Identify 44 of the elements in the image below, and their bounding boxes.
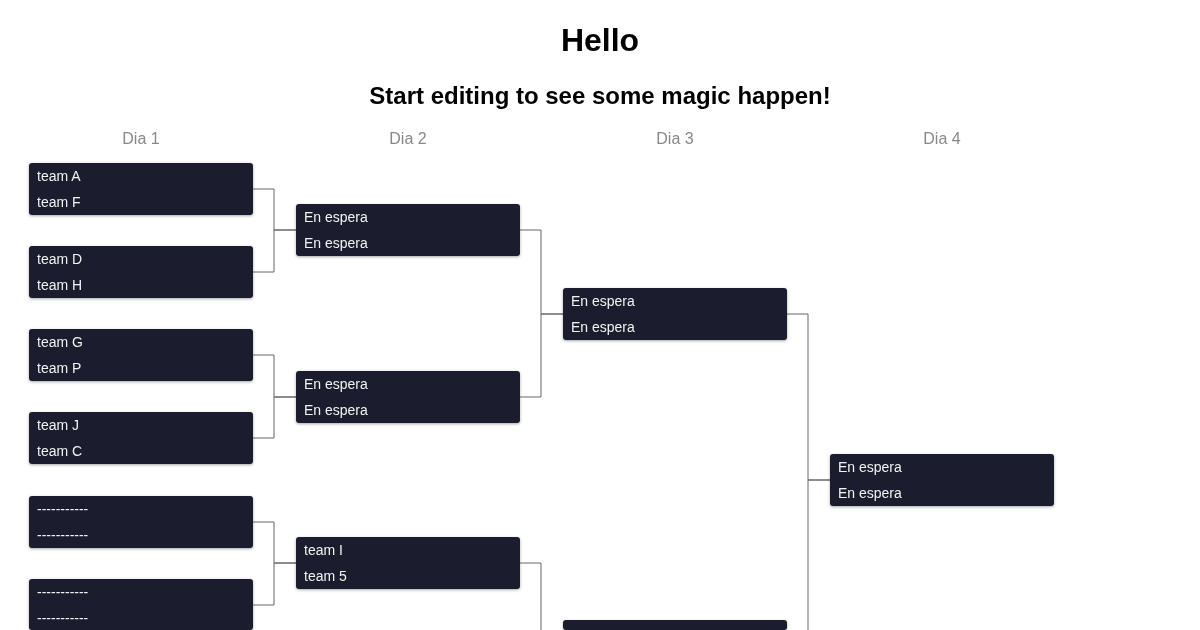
column-header: Dia 3: [655, 130, 695, 148]
match-card: [830, 454, 1054, 506]
team-name: -----------: [37, 610, 89, 626]
team-name: En espera: [304, 402, 368, 418]
connector-line: [252, 396, 297, 439]
column-header: Dia 1: [121, 130, 161, 148]
connector-line: [252, 229, 297, 273]
page-subtitle: Start editing to see some magic happen!: [368, 82, 832, 110]
match-card: [563, 288, 787, 340]
team-name: -----------: [37, 527, 89, 543]
match-card: [29, 329, 253, 381]
team-name: En espera: [304, 235, 368, 251]
team-name: -----------: [37, 501, 89, 517]
team-name: En espera: [571, 293, 635, 309]
match-card: [29, 579, 253, 630]
column-header: Dia 4: [922, 130, 962, 148]
team-name: En espera: [838, 485, 902, 501]
team-name: team H: [37, 277, 83, 293]
team-name: En espera: [838, 459, 902, 475]
box-card: [563, 620, 787, 630]
team-name: team G: [37, 334, 83, 350]
connector-line: [252, 562, 297, 606]
match-card: [296, 537, 520, 589]
match-card: [29, 496, 253, 548]
match-card: [29, 163, 253, 215]
team-name: team D: [37, 251, 83, 267]
team-name: team J: [37, 417, 79, 433]
connector-line: [519, 313, 564, 398]
match-card: [296, 204, 520, 256]
team-name: En espera: [571, 319, 635, 335]
team-name: -----------: [37, 584, 89, 600]
team-name: team P: [37, 360, 82, 376]
team-name: team I: [304, 542, 343, 558]
match-card: [29, 412, 253, 464]
column-header: Dia 2: [388, 130, 428, 148]
team-name: En espera: [304, 209, 368, 225]
team-name: En espera: [304, 376, 368, 392]
match-card: [296, 371, 520, 423]
team-name: team A: [37, 168, 81, 184]
match-card: [29, 246, 253, 298]
team-name: team F: [37, 194, 81, 210]
page-title: Hello: [559, 21, 641, 60]
team-name: team 5: [304, 568, 347, 584]
team-name: team C: [37, 443, 83, 459]
